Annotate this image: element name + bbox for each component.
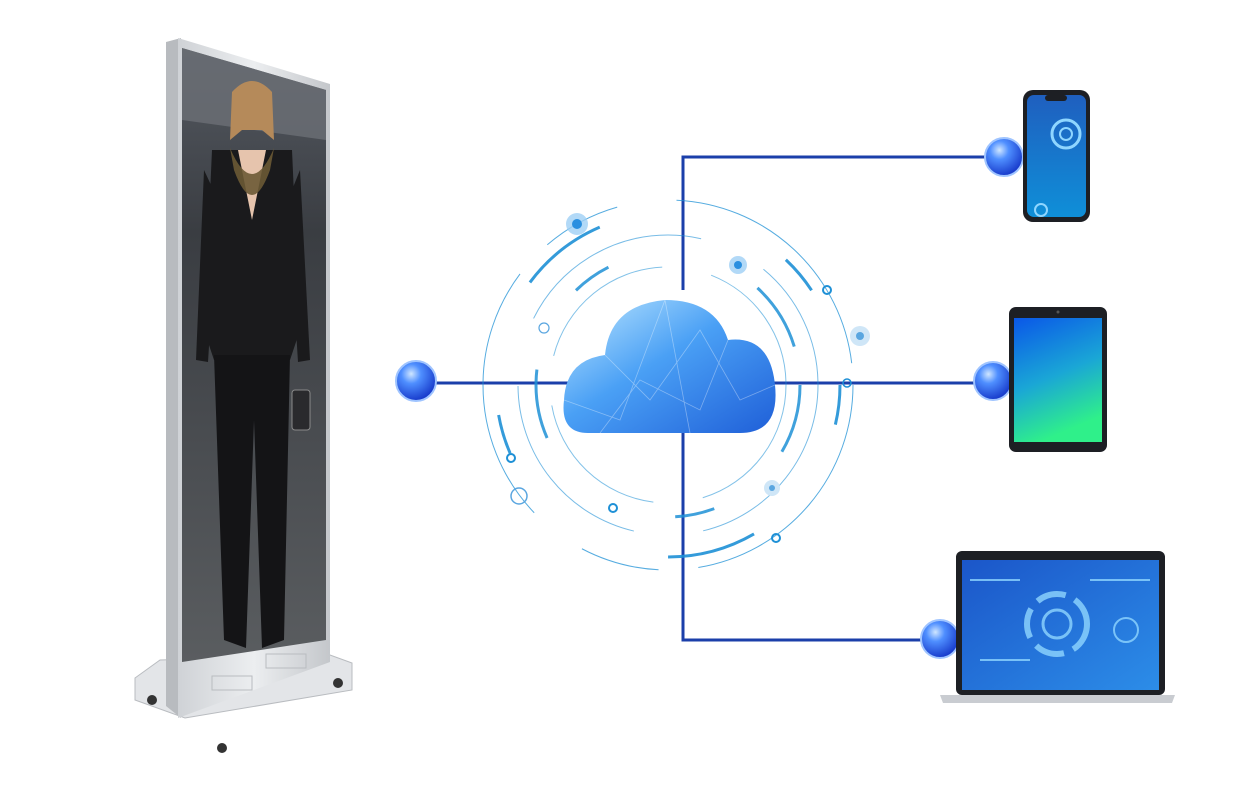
fashion-model-image bbox=[196, 81, 311, 648]
orbit-rings bbox=[482, 199, 854, 571]
node-kiosk bbox=[395, 360, 437, 402]
node-tablet bbox=[973, 361, 1013, 401]
laptop-icon bbox=[940, 551, 1175, 703]
satellite-dots bbox=[506, 213, 870, 543]
connector-nodes bbox=[395, 137, 1024, 659]
node-laptop bbox=[920, 619, 960, 659]
digital-signage-kiosk bbox=[134, 38, 353, 753]
tablet-icon bbox=[1009, 307, 1107, 452]
cloud-icon bbox=[563, 298, 776, 434]
smartphone-icon bbox=[1023, 90, 1090, 222]
node-phone bbox=[984, 137, 1024, 177]
